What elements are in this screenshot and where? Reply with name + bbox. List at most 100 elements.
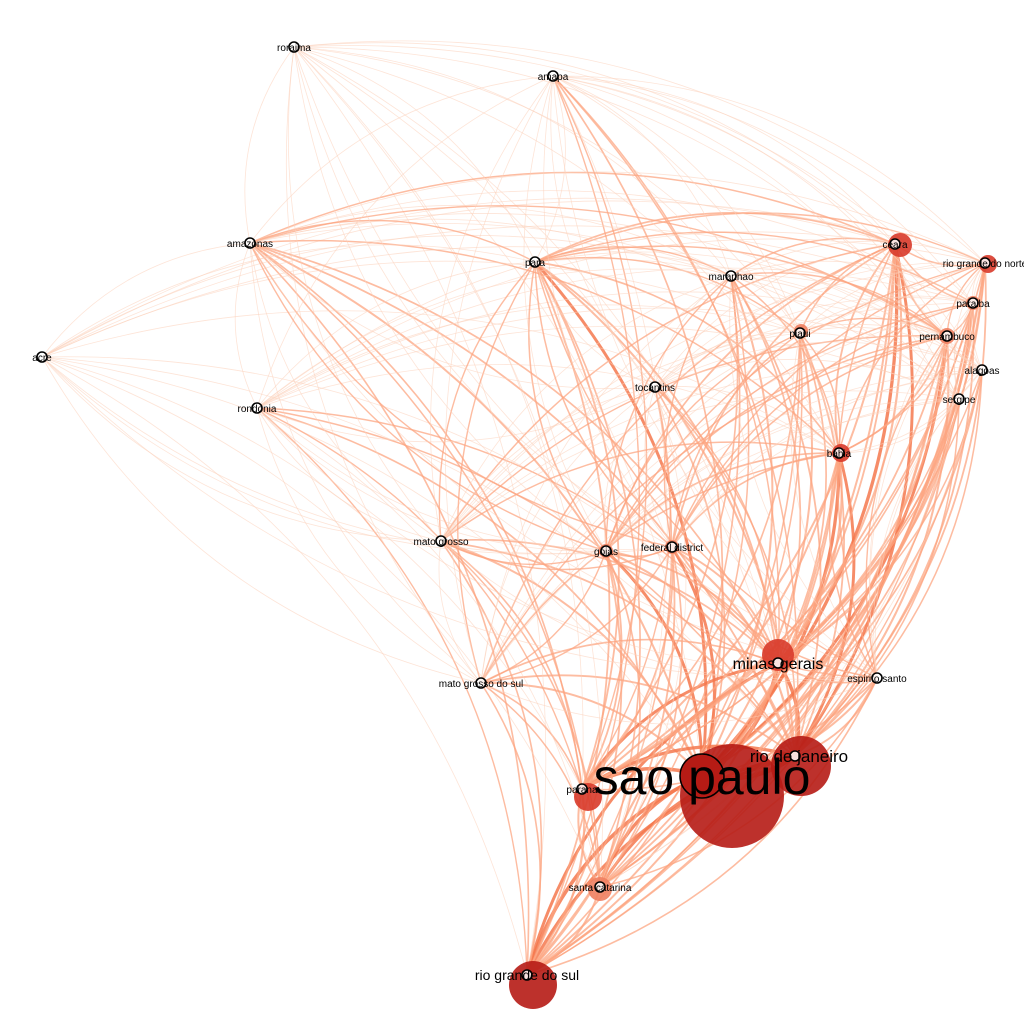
edge-rondonia-mato-grosso-do-sul bbox=[256, 407, 482, 684]
node-ceara[interactable] bbox=[889, 238, 901, 250]
node-label-tocantins: tocantins bbox=[635, 383, 675, 394]
edge-pernambuco-mato-grosso-do-sul bbox=[480, 335, 948, 684]
edge-roraima-mato-grosso bbox=[287, 46, 442, 542]
edge-maranhao-rondonia bbox=[256, 268, 732, 409]
node-label-acre: acre bbox=[32, 353, 52, 364]
node-para[interactable] bbox=[529, 256, 541, 268]
node-label-minas-gerais: minas gerais bbox=[733, 656, 824, 673]
node-label-ceara: ceara bbox=[882, 240, 907, 251]
edge-rio-grande-do-sul-roraima bbox=[293, 46, 547, 976]
edge-santa-catarina-paraiba bbox=[599, 302, 974, 888]
edge-sergipe-maranhao bbox=[730, 275, 960, 400]
edge-santa-catarina-amazonas bbox=[249, 242, 601, 888]
edge-alagoas-rondonia bbox=[256, 307, 983, 409]
node-mato-grosso[interactable] bbox=[435, 535, 447, 547]
edge-para-amapa bbox=[534, 75, 566, 263]
edge-pernambuco-rondonia bbox=[256, 291, 948, 409]
node-goias[interactable] bbox=[600, 545, 612, 557]
edge-sergipe-para bbox=[534, 258, 960, 400]
edge-rio-grande-do-norte-roraima bbox=[293, 40, 986, 264]
edge-sergipe-mato-grosso bbox=[440, 390, 960, 542]
edge-santa-catarina-federal-district bbox=[599, 546, 683, 888]
edge-sao-paulo-acre bbox=[41, 356, 703, 777]
edge-santa-catarina-para bbox=[534, 261, 641, 888]
node-paraiba[interactable] bbox=[967, 297, 979, 309]
node-rio-grande-do-sul[interactable] bbox=[521, 969, 533, 981]
edge-alagoas-amapa bbox=[552, 75, 983, 371]
edge-tocantins-federal-district bbox=[644, 386, 673, 548]
node-espirito-santo[interactable] bbox=[871, 672, 883, 684]
node-alagoas[interactable] bbox=[976, 364, 988, 376]
node-piaui[interactable] bbox=[794, 327, 806, 339]
edge-alagoas-espirito-santo bbox=[874, 369, 983, 679]
edge-sergipe-amazonas bbox=[249, 223, 960, 400]
edge-santa-catarina-alagoas bbox=[599, 369, 983, 888]
node-parana[interactable] bbox=[576, 783, 588, 795]
edge-paraiba-rondonia bbox=[256, 267, 974, 409]
edge-santa-catarina-sergipe bbox=[599, 398, 960, 888]
edge-sergipe-espirito-santo bbox=[873, 398, 960, 679]
edge-tocantins-goias bbox=[603, 386, 656, 552]
node-rio-grande-do-norte[interactable] bbox=[979, 257, 991, 269]
node-sao-paulo[interactable] bbox=[679, 753, 725, 799]
edge-bahia-sergipe bbox=[838, 398, 960, 454]
node-rio-de-janeiro[interactable] bbox=[789, 750, 801, 762]
edge-para-amazonas bbox=[249, 219, 536, 263]
edge-para-mato-grosso-do-sul bbox=[457, 261, 536, 684]
edge-para-rondonia bbox=[256, 261, 536, 409]
edge-minas-gerais-tocantins bbox=[654, 386, 779, 664]
edge-rio-grande-do-sul-espirito-santo bbox=[526, 677, 878, 976]
edge-bahia-espirito-santo bbox=[828, 452, 878, 679]
edge-parana-goias bbox=[581, 550, 623, 790]
edge-parana-federal-district bbox=[581, 546, 674, 790]
edge-ceara-federal-district bbox=[671, 243, 896, 548]
node-bahia[interactable] bbox=[833, 447, 845, 459]
edge-tocantins-espirito-santo bbox=[654, 386, 878, 679]
edge-amapa-tocantins bbox=[550, 75, 656, 388]
edge-maranhao-goias bbox=[605, 275, 732, 552]
edge-rio-de-janeiro-alagoas bbox=[794, 369, 983, 757]
edge-amazonas-mato-grosso-do-sul bbox=[249, 242, 482, 684]
node-halo-minas-gerais bbox=[762, 639, 794, 671]
node-roraima[interactable] bbox=[288, 41, 300, 53]
edge-piaui-acre bbox=[41, 260, 801, 358]
edge-para-acre bbox=[41, 244, 536, 358]
node-halo-rio-grande-do-sul bbox=[509, 961, 557, 1009]
edge-paraiba-amazonas bbox=[249, 190, 974, 304]
node-minas-gerais[interactable] bbox=[772, 657, 784, 669]
edge-rio-grande-do-norte-alagoas bbox=[971, 262, 986, 371]
edge-sergipe-rondonia bbox=[256, 325, 960, 409]
node-pernambuco[interactable] bbox=[941, 330, 953, 342]
node-label-rio-grande-do-sul: rio grande do sul bbox=[475, 967, 579, 983]
node-tocantins[interactable] bbox=[649, 381, 661, 393]
node-label-santa-catarina: santa catarina bbox=[569, 883, 632, 894]
node-santa-catarina[interactable] bbox=[594, 881, 606, 893]
node-amapa[interactable] bbox=[547, 70, 559, 82]
edge-rio-grande-do-sul-amazonas bbox=[249, 242, 530, 976]
edge-mato-grosso-mato-grosso-do-sul bbox=[438, 540, 482, 684]
node-mato-grosso-do-sul[interactable] bbox=[475, 677, 487, 689]
edge-amapa-espirito-santo bbox=[552, 75, 878, 679]
edge-para-goias bbox=[528, 261, 607, 552]
node-maranhao[interactable] bbox=[725, 270, 737, 282]
edge-rio-grande-do-norte-para bbox=[534, 212, 986, 264]
edge-rio-de-janeiro-mato-grosso-do-sul bbox=[480, 674, 796, 757]
edge-rio-grande-do-norte-tocantins bbox=[654, 261, 986, 388]
edge-rio-grande-do-sul-paraiba bbox=[526, 302, 974, 976]
node-federal-district[interactable] bbox=[666, 541, 678, 553]
node-amazonas[interactable] bbox=[244, 237, 256, 249]
edge-santa-catarina-mato-grosso-do-sul bbox=[480, 682, 601, 888]
edge-mato-grosso-do-sul-espirito-santo bbox=[480, 677, 878, 725]
edge-rondonia-tocantins bbox=[256, 386, 656, 443]
node-sergipe[interactable] bbox=[953, 393, 965, 405]
node-label-sao-paulo: sao paulo bbox=[594, 749, 811, 805]
node-label-alagoas: alagoas bbox=[964, 366, 999, 377]
edge-rio-grande-do-norte-piaui bbox=[799, 262, 986, 334]
edge-paraiba-piaui bbox=[799, 295, 974, 334]
node-rondonia[interactable] bbox=[251, 402, 263, 414]
edge-sergipe-mato-grosso-do-sul bbox=[480, 398, 960, 684]
node-acre[interactable] bbox=[36, 351, 48, 363]
edge-roraima-amazonas bbox=[244, 46, 295, 244]
edge-pernambuco-roraima bbox=[293, 46, 948, 337]
edge-ceara-amapa bbox=[552, 75, 896, 245]
